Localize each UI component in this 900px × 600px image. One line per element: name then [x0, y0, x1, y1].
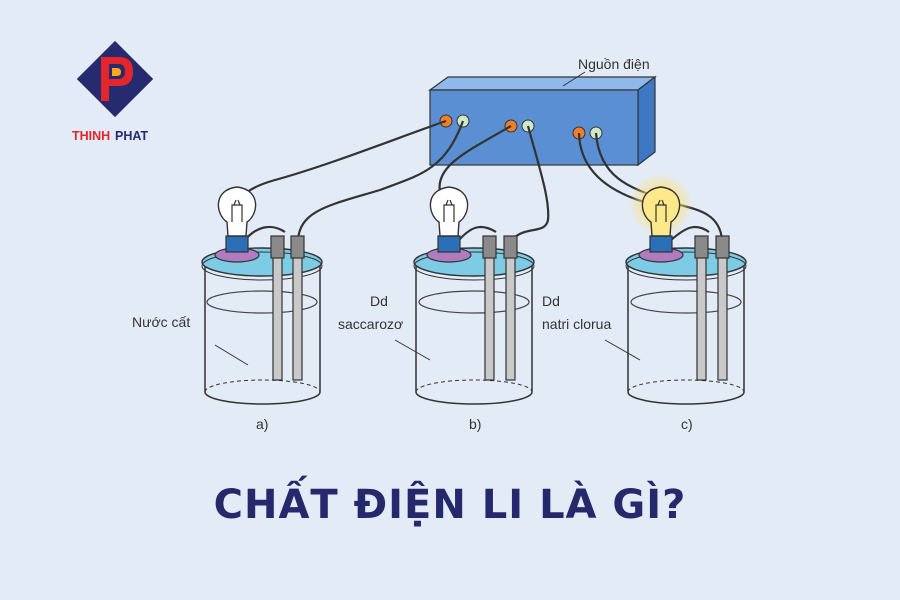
cell-a: Nước cất a) — [132, 186, 323, 432]
lit-bulb-icon — [629, 173, 693, 263]
bulb-icon — [214, 186, 260, 263]
cell-b: Dd saccarozơ b) — [338, 186, 535, 432]
cell-c-liquid-label-line2: natri clorua — [542, 316, 611, 332]
page-title: CHẤT ĐIỆN LI LÀ GÌ? — [213, 482, 687, 528]
power-source-label: Nguồn điện — [578, 56, 650, 72]
brand-logo: THINH PHAT — [72, 40, 154, 143]
cell-a-caption: a) — [256, 416, 268, 432]
cell-c-liquid-label-line1: Dd — [542, 293, 560, 309]
bulb-icon — [426, 186, 472, 263]
cell-b-liquid-label-line2: saccarozơ — [338, 316, 403, 332]
cell-c: Dd natri clorua c) — [542, 173, 747, 432]
logo-accent-icon — [112, 68, 121, 76]
cell-b-caption: b) — [469, 416, 481, 432]
cell-c-caption: c) — [681, 416, 693, 432]
brand-name-part2: PHAT — [115, 129, 148, 143]
brand-name-part1: THINH — [72, 129, 110, 143]
power-source: Nguồn điện — [428, 56, 657, 167]
logo-letter-p-icon — [101, 57, 133, 101]
cell-a-liquid-label: Nước cất — [132, 314, 190, 330]
cell-b-liquid-label-line1: Dd — [370, 293, 388, 309]
